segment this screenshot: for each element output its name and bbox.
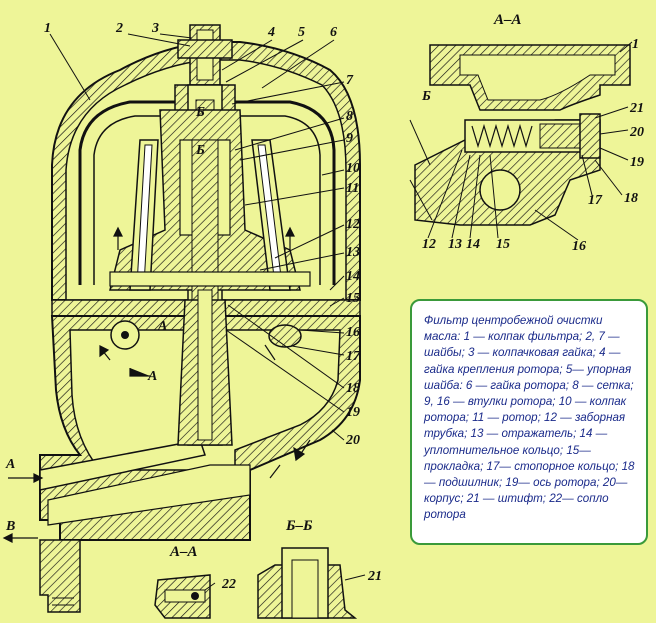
- callout-9: 9: [346, 131, 353, 146]
- callout-7: 7: [346, 73, 354, 88]
- callout-12: 12: [346, 217, 360, 232]
- bb-callout-21: 21: [367, 569, 382, 584]
- callout-1: 1: [44, 21, 51, 36]
- flow-arrows: [2, 226, 311, 543]
- callout-22: 22: [221, 577, 236, 592]
- legend-text: Фильтр центробежной очистки масла: 1 — к…: [424, 314, 635, 522]
- section-bb-title: Б–Б: [285, 518, 313, 534]
- aa-callout-16: 16: [572, 239, 586, 254]
- callout-4: 4: [267, 25, 275, 40]
- aa-callout-17: 17: [588, 193, 603, 208]
- aa-callout-19: 19: [630, 155, 644, 170]
- aa-callout-15: 15: [496, 237, 510, 252]
- section-mark: А: [157, 319, 167, 334]
- nozzle-right: [268, 324, 302, 348]
- aa-callout-14: 14: [466, 237, 480, 252]
- housing-foot: [39, 539, 81, 613]
- callout-15: 15: [346, 291, 360, 306]
- section-mark: Б: [195, 143, 205, 158]
- mesh-screen: [109, 271, 311, 287]
- aa-callout-1: 1: [632, 37, 639, 52]
- callout-13: 13: [346, 245, 360, 260]
- callout-10: 10: [346, 161, 360, 176]
- callout-17: 17: [346, 349, 361, 364]
- callout-8: 8: [346, 109, 353, 124]
- aa-callout-21: 21: [629, 101, 644, 116]
- flow-label-inlet: А: [5, 457, 15, 472]
- aa-callout-20: 20: [629, 125, 644, 140]
- callout-2: 2: [115, 21, 123, 36]
- aa-callout-13: 13: [448, 237, 462, 252]
- section-bb: [257, 547, 366, 619]
- leader-lines: [49, 33, 345, 441]
- callout-3: 3: [151, 21, 159, 36]
- section-mark: Б: [195, 105, 205, 120]
- callout-14: 14: [346, 269, 360, 284]
- callout-16: 16: [346, 325, 360, 340]
- callout-20: 20: [345, 433, 360, 448]
- callout-6: 6: [330, 25, 337, 40]
- callout-19: 19: [346, 405, 360, 420]
- callout-5: 5: [298, 25, 305, 40]
- section-mark: А: [147, 369, 157, 384]
- flow-label-outlet: В: [5, 519, 15, 534]
- aa-callout-12: 12: [422, 237, 436, 252]
- aa-section-mark: Б: [421, 89, 431, 104]
- callout-11: 11: [346, 181, 359, 196]
- inlet-channel: [39, 439, 206, 491]
- section-aa-bottom-title: А–А: [169, 544, 198, 560]
- legend-panel: Фильтр центробежной очистки масла: 1 — к…: [410, 299, 648, 545]
- callout-18: 18: [346, 381, 360, 396]
- section-aa-top-title: А–А: [493, 12, 522, 28]
- cap-nut: [177, 39, 233, 59]
- section-aa-top: [409, 41, 633, 241]
- aa-callout-18: 18: [624, 191, 638, 206]
- section-aa-bottom: [154, 574, 216, 619]
- main-view: [2, 24, 361, 613]
